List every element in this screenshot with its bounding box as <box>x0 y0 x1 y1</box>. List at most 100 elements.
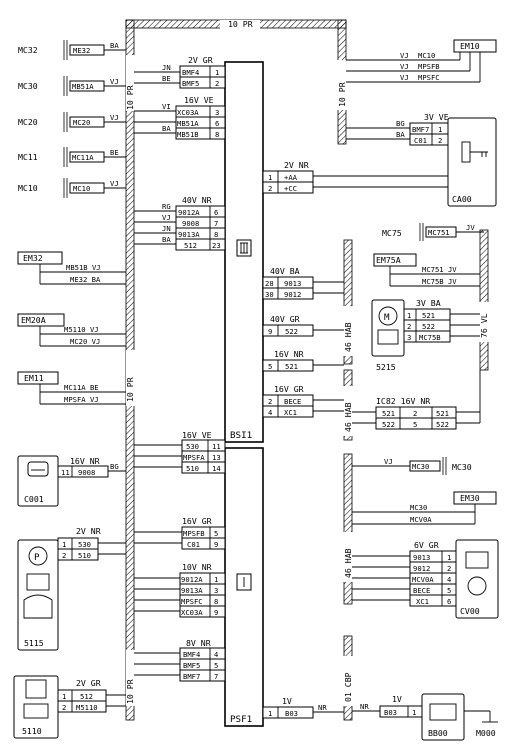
bundle-left2-label: 10 PR <box>125 377 135 402</box>
cell: 6 <box>447 597 451 606</box>
cell: 1 <box>268 709 272 718</box>
wire-label: MC75B JV <box>422 277 457 286</box>
cell: 1 <box>407 311 411 320</box>
bsi1-label: BSI1 <box>230 430 252 441</box>
cell: 2 <box>62 703 66 712</box>
wire-label: MC20 VJ <box>70 337 100 346</box>
cell: 5 <box>214 529 218 538</box>
conn-spec: 40V BA <box>270 266 300 276</box>
ref-label: EM10 <box>460 41 480 51</box>
cell: 7 <box>214 219 218 228</box>
cell: BECE <box>413 586 430 595</box>
cell: 5 <box>268 362 272 371</box>
component-c001: C001 16V NR 11 9008 BG <box>17 455 126 507</box>
conn-spec: 2V GR <box>76 678 101 688</box>
cell: 9012 <box>413 564 430 573</box>
socket-icon <box>467 576 487 596</box>
wire-color: BA <box>110 41 119 50</box>
bundle-left3-label: 10 PR <box>125 679 135 704</box>
bundle-hab1-label: 46 HAB <box>343 322 353 352</box>
cell: 9012A <box>178 208 200 217</box>
cell: 1 <box>447 553 451 562</box>
wire-color: JV <box>466 223 475 232</box>
cell: MPSFC <box>181 597 203 606</box>
cell: C01 <box>414 136 427 145</box>
ground-mc75: MC75 MC751 JV <box>382 223 484 241</box>
ground-label: MC11 <box>18 152 38 162</box>
cell: MB51A <box>177 119 199 128</box>
cell: 512 <box>80 692 93 701</box>
wire-color: BE <box>110 148 119 157</box>
wire-label: MPSFC <box>418 73 440 82</box>
wire-color: BE <box>162 74 171 83</box>
wire-color: VJ <box>400 51 409 60</box>
cell: MCV0A <box>412 575 434 584</box>
cell: BMF5 <box>183 661 200 670</box>
cell: 14 <box>212 464 221 473</box>
conn-spec: 2V GR <box>188 55 213 65</box>
cell: XC03A <box>181 608 203 617</box>
conn-spec: 6V GR <box>414 540 439 550</box>
conn-spec: 16V NR <box>70 456 100 466</box>
cell: 13 <box>212 453 221 462</box>
inline-code: MC20 <box>73 118 90 127</box>
ground-mc30: MC30 MB51A VJ <box>18 76 126 96</box>
cell: MB51B <box>177 130 199 139</box>
cell: 6 <box>215 119 219 128</box>
cell: 9013A <box>178 230 200 239</box>
cell: 11 <box>61 468 70 477</box>
conn-spec: 1V <box>282 696 292 706</box>
component-label: CA00 <box>452 194 472 204</box>
bundle-left1: 10 PR 10 PR 10 PR <box>125 19 135 721</box>
cell: +AA <box>284 173 298 182</box>
wiper-icon <box>23 594 53 619</box>
cell: C01 <box>187 540 200 549</box>
ground-label: MC32 <box>18 45 38 55</box>
wire-color: JN <box>162 63 171 72</box>
cell: 1 <box>62 692 66 701</box>
cell: 1 <box>215 68 219 77</box>
wire-label: MC751 JV <box>422 265 457 274</box>
wire-color: BA <box>162 235 171 244</box>
bundle-top: 10 PR <box>125 19 347 29</box>
fuse-icon <box>236 573 252 591</box>
cell: 510 <box>186 464 199 473</box>
cell: 2 <box>62 551 66 560</box>
cell: 521 <box>436 409 449 418</box>
bundle-left1-label: 10 PR <box>125 85 135 110</box>
conn-spec: 10V NR <box>182 562 212 572</box>
conn-spec: 16V NR <box>274 349 304 359</box>
component-label: C001 <box>24 494 44 504</box>
ground-mc32: MC32 ME32 BA <box>18 40 126 60</box>
ground-mc10: MC10 MC10 VJ <box>18 178 126 198</box>
conn-spec: 40V GR <box>270 314 300 324</box>
wire-color: VJ <box>110 77 119 86</box>
cell: 2 <box>268 397 272 406</box>
key-icon <box>461 141 488 163</box>
cell: 4 <box>268 408 272 417</box>
cell: 9012 <box>284 290 301 299</box>
cell: 1 <box>438 125 442 134</box>
cell: BECE <box>284 397 301 406</box>
cell: 1 <box>214 575 218 584</box>
cell: 8 <box>214 597 218 606</box>
parking-icon <box>28 546 48 566</box>
cell: 522 <box>436 420 449 429</box>
cell: 2 <box>268 184 272 193</box>
wire-label: M5110 VJ <box>64 325 99 334</box>
conn-spec: 16V GR <box>182 516 212 526</box>
cell: 5 <box>413 420 417 429</box>
wire-color: JN <box>162 224 171 233</box>
cell: XC1 <box>416 597 429 606</box>
wire-label: MC10 <box>418 51 435 60</box>
ground-label: M000 <box>476 728 496 738</box>
cell: 530 <box>78 540 91 549</box>
wire-color: BA <box>162 124 171 133</box>
